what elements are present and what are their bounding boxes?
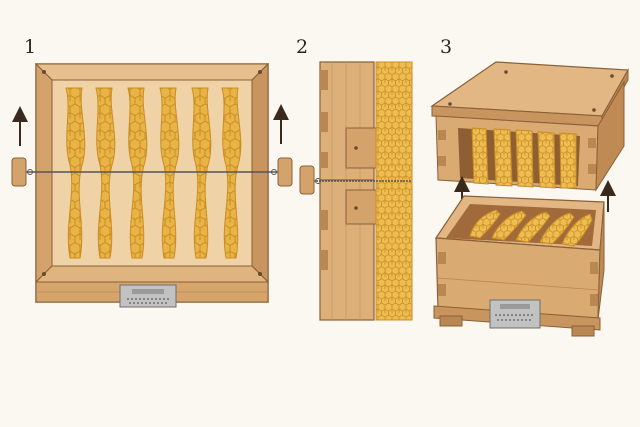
box-foot xyxy=(439,315,463,327)
comb-strip xyxy=(491,210,527,241)
upper-block xyxy=(345,127,377,169)
box-right xyxy=(597,201,605,321)
comb-strip xyxy=(561,213,593,247)
box-combs xyxy=(469,209,593,247)
frame-left-bevel xyxy=(35,62,53,284)
comb-strip xyxy=(127,87,148,259)
screw-icon xyxy=(504,70,508,74)
wire-handle-right xyxy=(277,157,293,187)
step-number-1: 1 xyxy=(24,36,37,58)
vent-plate-icon xyxy=(119,284,177,308)
screw-icon xyxy=(448,102,452,106)
frame-top-bevel xyxy=(34,63,270,81)
frame-right-bevel xyxy=(251,62,269,284)
box-foot xyxy=(571,325,595,337)
box-interior xyxy=(51,79,253,267)
hanging-combs xyxy=(471,127,577,189)
comb-strip xyxy=(471,127,489,185)
box xyxy=(433,195,605,337)
screw-icon xyxy=(42,272,46,276)
panel-2-side-section xyxy=(299,61,413,321)
screw-icon xyxy=(354,146,358,150)
lid xyxy=(430,61,629,192)
comb-strip xyxy=(159,87,180,259)
comb-strip xyxy=(515,129,534,188)
vent-plate-icon xyxy=(489,299,541,329)
lower-block xyxy=(345,189,377,225)
frame-bottom-bevel xyxy=(34,265,270,283)
screw-icon xyxy=(592,108,596,112)
comb-strip xyxy=(469,209,501,239)
comb-section xyxy=(375,61,413,321)
panel-1-open-box xyxy=(11,62,293,308)
comb-strip xyxy=(65,87,86,259)
screw-icon xyxy=(258,70,262,74)
screw-icon xyxy=(258,272,262,276)
comb-strip xyxy=(493,128,513,187)
comb-strip xyxy=(559,132,577,189)
step-number-2: 2 xyxy=(296,36,309,58)
comb-strip xyxy=(539,212,575,245)
comb-strip xyxy=(515,211,551,243)
comb-strips xyxy=(65,87,242,259)
comb-strip xyxy=(537,131,556,189)
screw-icon xyxy=(354,206,358,210)
lid-rim-right xyxy=(595,80,625,192)
comb-strip xyxy=(191,87,212,259)
comb-strip xyxy=(221,87,242,259)
wire-handle-left xyxy=(11,157,27,187)
step-number-3: 3 xyxy=(440,36,453,58)
wire-handle xyxy=(299,165,315,195)
screw-icon xyxy=(42,70,46,74)
panel-3-lid-lifted xyxy=(430,61,629,337)
comb-strip xyxy=(95,87,116,259)
screw-icon xyxy=(610,74,614,78)
